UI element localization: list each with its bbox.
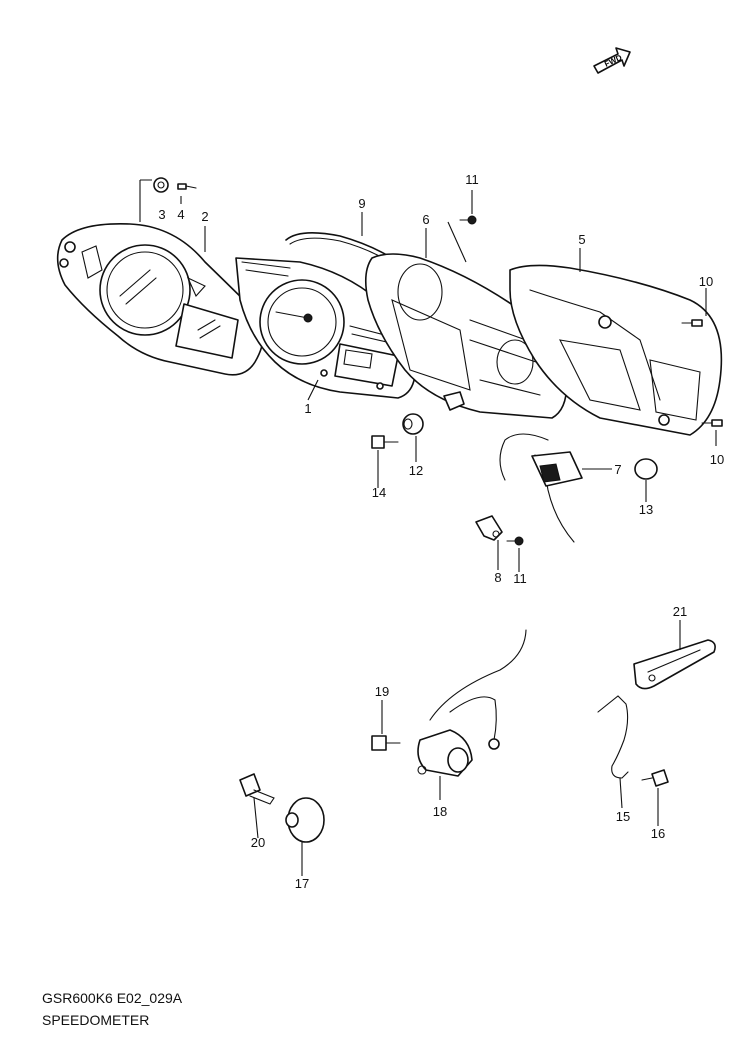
part-1-meter-assembly [235, 257, 417, 399]
callout-17: 17 [295, 876, 309, 891]
part-15-wire-clip [597, 695, 629, 779]
callout-12: 12 [409, 463, 423, 478]
callout-4: 4 [177, 207, 184, 222]
callout-14: 14 [372, 485, 386, 500]
fwd-label: FWD [603, 53, 624, 69]
part-18-speed-sensor [417, 629, 527, 777]
callout-9: 9 [358, 196, 365, 211]
part-11-screw-upper [459, 215, 477, 225]
part-7-wiring-harness [499, 433, 583, 543]
callout-15: 15 [616, 809, 630, 824]
callout-5: 5 [578, 232, 585, 247]
fwd-arrow-icon: FWD [593, 47, 631, 74]
callout-19: 19 [375, 684, 389, 699]
part-12-bushing [402, 413, 424, 435]
part-5-lower-case [509, 264, 723, 436]
part-2-front-cover [56, 223, 265, 376]
part-6-middle-case [364, 253, 568, 419]
callout-21: 21 [673, 604, 687, 619]
part-10-screw-upper [681, 319, 703, 327]
callout-18: 18 [433, 804, 447, 819]
part-11-screw-lower [506, 536, 524, 546]
callout-8: 8 [494, 570, 501, 585]
part-13-cap [634, 458, 658, 480]
callout-10-lower: 10 [710, 452, 724, 467]
diagram-code: GSR600K6 E02_029A [42, 990, 183, 1006]
part-3-grommet [153, 177, 169, 193]
part-10-screw-lower [701, 419, 723, 427]
callout-3: 3 [158, 207, 165, 222]
callout-20: 20 [251, 835, 265, 850]
callout-16: 16 [651, 826, 665, 841]
part-8-clamp [475, 515, 503, 541]
callout-1: 1 [304, 401, 311, 416]
part-21-strap [633, 639, 716, 690]
part-17-sensor-rotor [285, 797, 325, 843]
part-16-bolt [641, 769, 669, 787]
callout-11-upper: 11 [465, 172, 479, 187]
callout-11-lower: 11 [513, 571, 527, 586]
part-19-bolt [371, 735, 401, 751]
callout-10-upper: 10 [699, 274, 713, 289]
callout-7: 7 [614, 462, 621, 477]
part-4-screw [177, 183, 197, 190]
part-20-bolt [239, 773, 275, 805]
callout-6: 6 [422, 212, 429, 227]
callout-2: 2 [201, 209, 208, 224]
leader-lines [139, 179, 717, 876]
diagram-title: SPEEDOMETER [42, 1012, 150, 1028]
part-14-bolt [371, 435, 399, 449]
callout-13: 13 [639, 502, 653, 517]
